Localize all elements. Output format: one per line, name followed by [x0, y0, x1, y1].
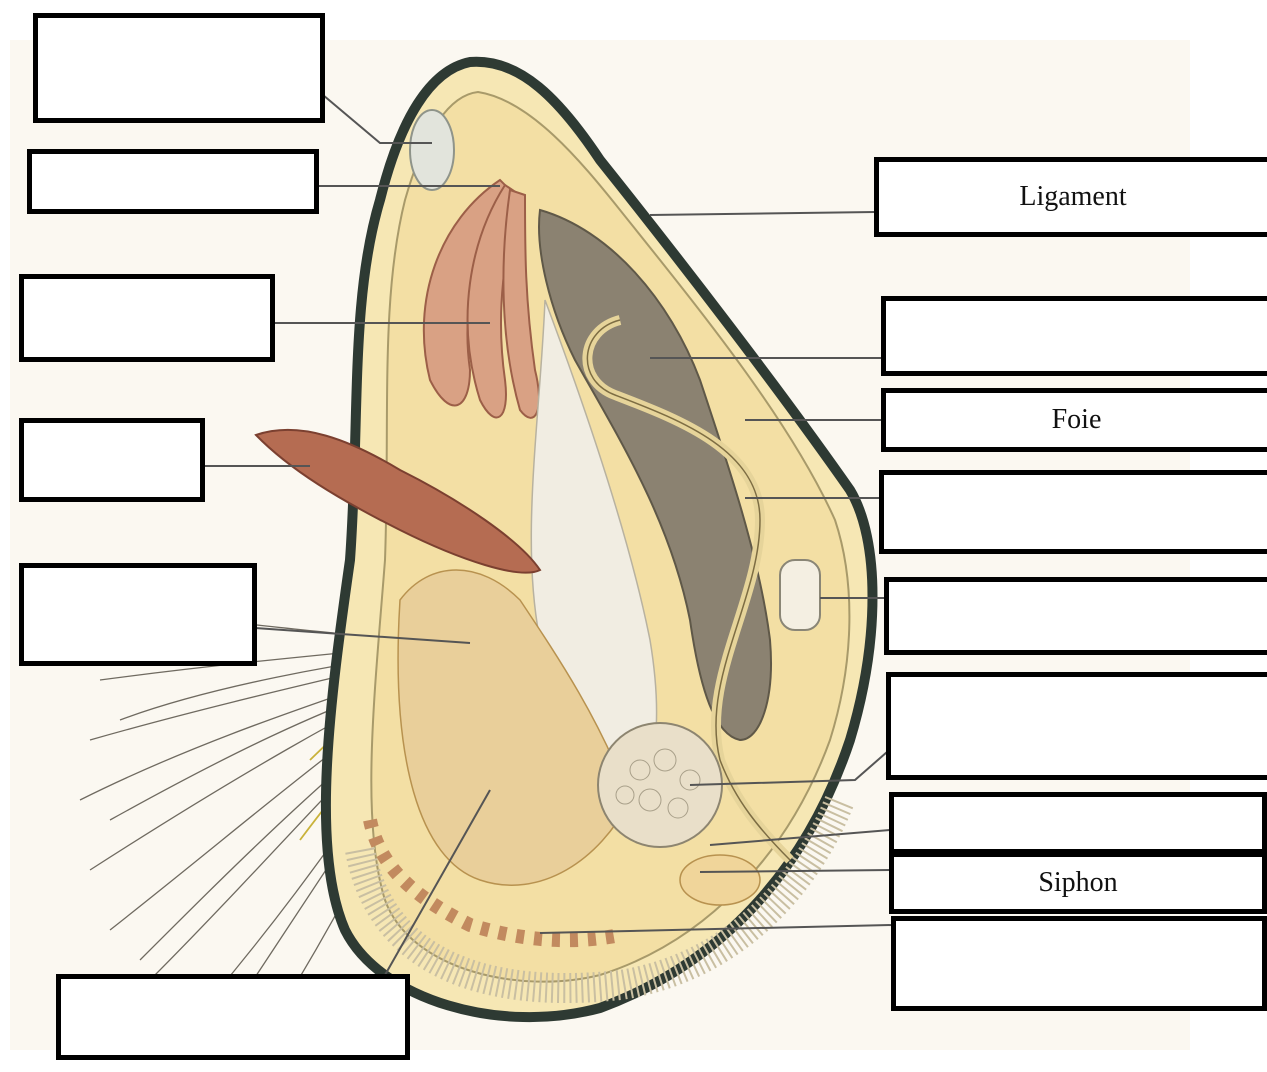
- posterior-adductor: [780, 560, 820, 630]
- label-box-bottom-left[interactable]: [56, 974, 410, 1060]
- label-box-right-6[interactable]: [886, 672, 1267, 780]
- label-text: Foie: [1052, 404, 1102, 436]
- label-text: Siphon: [1038, 867, 1117, 899]
- label-box-left-1[interactable]: [33, 13, 325, 123]
- label-box-left-4[interactable]: [19, 418, 205, 502]
- label-box-right-2[interactable]: [881, 296, 1267, 376]
- label-box-right-7[interactable]: [889, 792, 1267, 854]
- label-text: Ligament: [1019, 181, 1126, 213]
- label-box-foie[interactable]: Foie: [881, 388, 1267, 452]
- label-box-left-5[interactable]: [19, 563, 257, 666]
- label-box-right-5[interactable]: [884, 577, 1267, 655]
- label-box-siphon[interactable]: Siphon: [889, 852, 1267, 914]
- anterior-adductor: [410, 110, 454, 190]
- label-box-left-2[interactable]: [27, 149, 319, 214]
- siphon-region: [680, 855, 760, 905]
- label-box-right-9[interactable]: [891, 916, 1267, 1011]
- label-box-right-4[interactable]: [879, 470, 1267, 554]
- label-box-left-3[interactable]: [19, 274, 275, 362]
- label-box-ligament[interactable]: Ligament: [874, 157, 1267, 237]
